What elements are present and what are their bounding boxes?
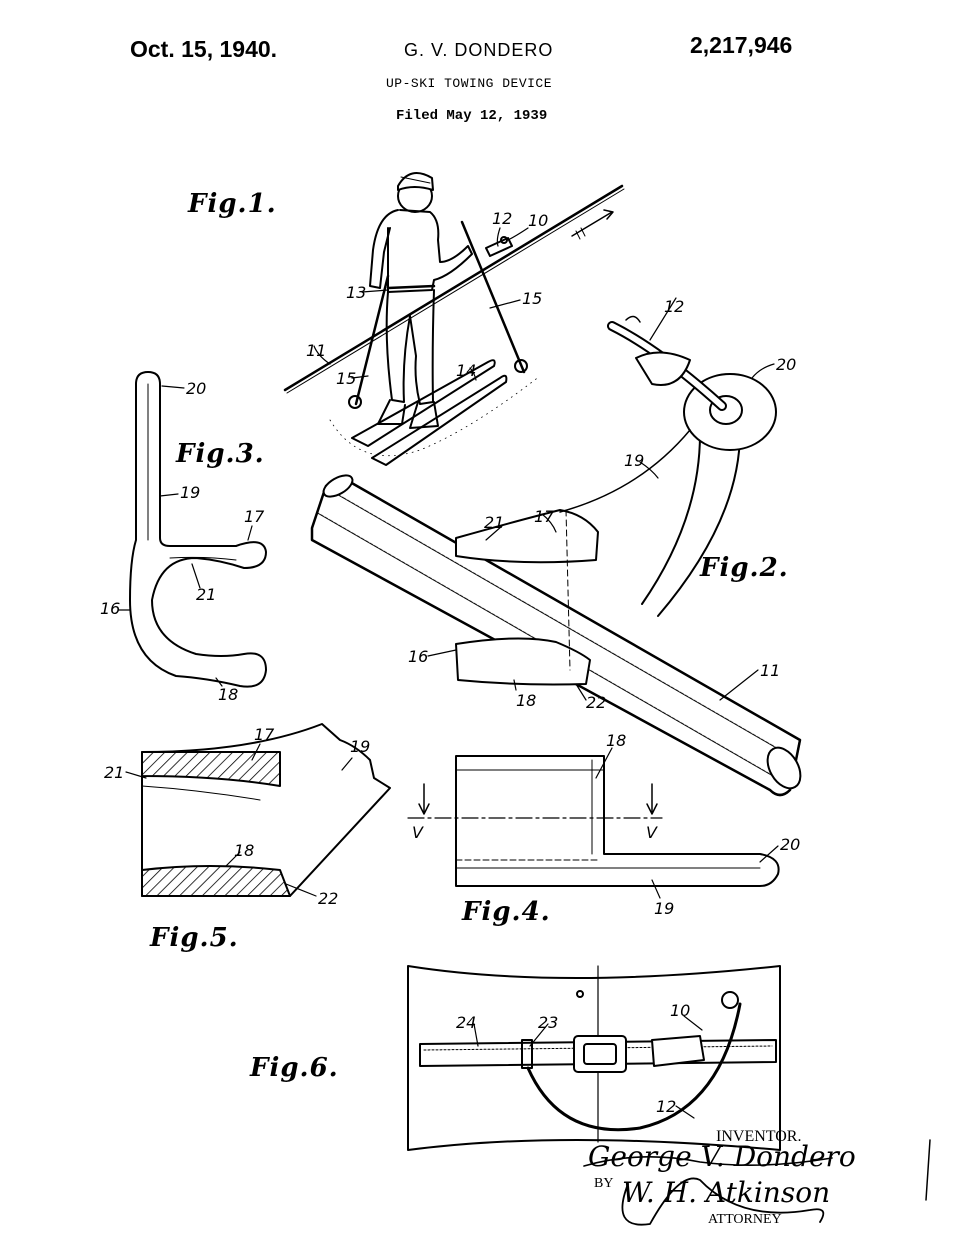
inventor-label: INVENTOR.	[716, 1128, 802, 1145]
by-label: BY	[594, 1176, 614, 1191]
filing-date: Filed May 12, 1939	[396, 108, 548, 124]
section-mark-left: V	[412, 823, 424, 842]
ref-15-left: 15	[336, 369, 356, 388]
ref-16-fig2: 16	[408, 647, 428, 666]
patent-number: 2,217,946	[690, 32, 793, 58]
inventor-name: G. V. DONDERO	[404, 40, 554, 60]
ref-19-fig3: 19	[180, 483, 200, 502]
section-mark-right: V	[646, 823, 658, 842]
ref-22-fig5: 22	[318, 889, 338, 908]
ref-21-fig5: 21	[104, 763, 124, 782]
ref-18-fig5: 18	[234, 841, 254, 860]
ref-12-fig2: 12	[664, 297, 684, 316]
ref-14: 14	[456, 361, 476, 380]
ref-16-fig3: 16	[100, 599, 120, 618]
ref-15-right: 15	[522, 289, 542, 308]
patent-date: Oct. 15, 1940.	[130, 36, 278, 62]
fig2-gripper-on-rope	[310, 315, 802, 797]
ref-23: 23	[538, 1013, 558, 1032]
fig6-label: Fig.6.	[249, 1053, 339, 1083]
attorney-signature: W. H. Atkinson	[622, 1176, 831, 1209]
ref-24: 24	[456, 1013, 476, 1032]
ref-20-fig3: 20	[186, 379, 206, 398]
ref-18-fig4: 18	[606, 731, 626, 750]
fig4-label: Fig.4.	[461, 897, 551, 927]
patent-title: UP-SKI TOWING DEVICE	[386, 76, 553, 91]
fig1-skier-illustration	[283, 172, 625, 466]
fig5-section-view	[141, 723, 391, 897]
fig3-label: Fig.3.	[175, 439, 265, 469]
ref-19-fig5: 19	[350, 737, 370, 756]
ref-10-fig1: 10	[528, 211, 548, 230]
ref-20-fig2: 20	[776, 355, 796, 374]
ref-18-fig2: 18	[516, 691, 536, 710]
ref-17-fig5: 17	[254, 725, 275, 744]
ref-19-fig2: 19	[624, 451, 644, 470]
inventor-signature: George V. Dondero	[588, 1140, 856, 1173]
ref-18-fig3: 18	[218, 685, 238, 704]
fig6-belt-attachment	[407, 965, 781, 1151]
fig1-label: Fig.1.	[187, 189, 277, 219]
ref-22-fig2: 22	[586, 693, 606, 712]
ref-13: 13	[346, 283, 366, 302]
fig5-label: Fig.5.	[149, 923, 239, 953]
fig2-label: Fig.2.	[699, 553, 789, 583]
fig3-gripper-side-view	[129, 371, 267, 688]
fig4-gripper-top-view	[407, 755, 780, 887]
ref-17-fig3: 17	[244, 507, 265, 526]
ref-21-fig3: 21	[196, 585, 216, 604]
attorney-label: ATTORNEY	[708, 1212, 782, 1227]
ref-20-fig4: 20	[780, 835, 800, 854]
ref-12-fig6: 12	[656, 1097, 676, 1116]
ref-11-fig2: 11	[760, 661, 780, 680]
ref-21-fig2: 21	[484, 513, 504, 532]
ref-10-fig6: 10	[670, 1001, 690, 1020]
ref-12-fig1: 12	[492, 209, 512, 228]
ref-19-fig4: 19	[654, 899, 674, 918]
